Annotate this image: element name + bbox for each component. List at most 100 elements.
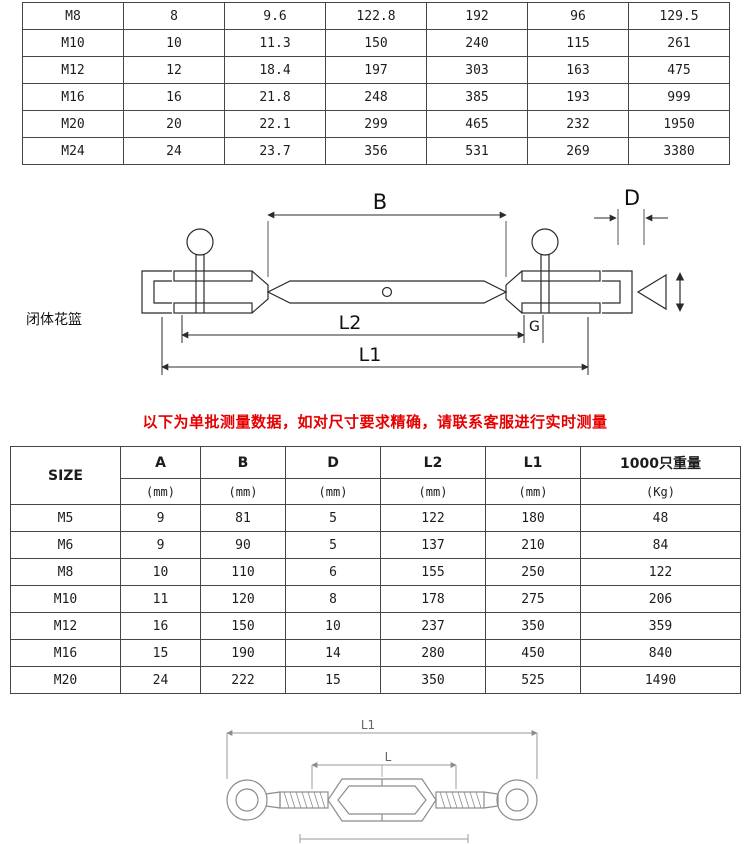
top-table-cell: 96 xyxy=(527,2,629,30)
top-table-cell: 16 xyxy=(123,83,225,111)
dim-label-l1: L1 xyxy=(359,344,382,366)
top-table-cell: 18.4 xyxy=(224,56,326,84)
spec-table-cell: 237 xyxy=(380,612,486,640)
dim-label-g: G xyxy=(529,319,540,335)
top-table-cell: M10 xyxy=(22,29,124,57)
dim-label-b: B xyxy=(373,190,387,214)
top-table-cell: 10 xyxy=(123,29,225,57)
closed-dimension-lines xyxy=(161,209,668,375)
top-table-cell: 531 xyxy=(426,137,528,165)
spec-table-cell: 16 xyxy=(120,612,201,640)
open-dimension-lines xyxy=(226,730,538,843)
top-table-cell: 248 xyxy=(325,83,427,111)
spec-table-cell: 350 xyxy=(485,612,581,640)
spec-table-cell: 840 xyxy=(580,639,741,667)
spec-table-cell: 122 xyxy=(580,558,741,586)
top-table-cell: 11.3 xyxy=(224,29,326,57)
spec-table-cell: 210 xyxy=(485,531,581,559)
spec-table-header: L2 xyxy=(380,446,486,479)
top-table-cell: 1950 xyxy=(628,110,730,138)
spec-table-cell: 10 xyxy=(120,558,201,586)
spec-table-cell: 15 xyxy=(120,639,201,667)
spec-table-cell: 222 xyxy=(200,666,286,694)
spec-table-unit: (mm) xyxy=(380,478,486,505)
dim-label-d: D xyxy=(624,186,640,210)
spec-table-cell: 6 xyxy=(285,558,381,586)
top-table-cell: 303 xyxy=(426,56,528,84)
top-table-cell: 465 xyxy=(426,110,528,138)
spec-table-cell: 5 xyxy=(285,504,381,532)
top-table-cell: 21.8 xyxy=(224,83,326,111)
spec-table-header: B xyxy=(200,446,286,479)
top-table-cell: M20 xyxy=(22,110,124,138)
top-table-cell: 232 xyxy=(527,110,629,138)
spec-table-cell: 10 xyxy=(285,612,381,640)
top-table-cell: 20 xyxy=(123,110,225,138)
top-table-cell: 150 xyxy=(325,29,427,57)
spec-table-cell: 48 xyxy=(580,504,741,532)
right-eye-ring xyxy=(496,779,538,821)
spec-table-cell: 350 xyxy=(380,666,486,694)
left-bracket-shape xyxy=(141,270,172,314)
spec-table-cell: 280 xyxy=(380,639,486,667)
left-pin-circle xyxy=(186,228,214,256)
spec-table-cell: 525 xyxy=(485,666,581,694)
top-table-cell: 163 xyxy=(527,56,629,84)
spec-table-cell: 24 xyxy=(120,666,201,694)
top-table-cell: 475 xyxy=(628,56,730,84)
spec-table-cell: M20 xyxy=(10,666,121,694)
stud-cone-shape xyxy=(636,273,667,311)
spec-table-cell: 5 xyxy=(285,531,381,559)
spec-table-cell: 15 xyxy=(285,666,381,694)
spec-table-cell: 11 xyxy=(120,585,201,613)
spec-table-cell: M10 xyxy=(10,585,121,613)
spec-table-cell: 150 xyxy=(200,612,286,640)
closed-turnbuckle-diagram: B D L2 G L1 闭体花篮 xyxy=(26,186,685,375)
top-table-cell: 269 xyxy=(527,137,629,165)
top-table-cell: M8 xyxy=(22,2,124,30)
spec-table-cell: 450 xyxy=(485,639,581,667)
open-turnbuckle-drawing xyxy=(226,778,538,822)
top-table-cell: M12 xyxy=(22,56,124,84)
spec-table-header: D xyxy=(285,446,381,479)
spec-table-cell: 180 xyxy=(485,504,581,532)
turnbuckle-body-shape xyxy=(266,280,508,304)
top-table-cell: 8 xyxy=(123,2,225,30)
spec-table-cell: 190 xyxy=(200,639,286,667)
right-pin-circle xyxy=(531,228,559,256)
top-table-cell: 192 xyxy=(426,2,528,30)
spec-table-cell: 178 xyxy=(380,585,486,613)
top-table-cell: 197 xyxy=(325,56,427,84)
spec-table-header: 1000只重量 xyxy=(580,446,741,479)
spec-table-cell: 122 xyxy=(380,504,486,532)
top-table-cell: 240 xyxy=(426,29,528,57)
spec-table-cell: 9 xyxy=(120,531,201,559)
spec-table-header: L1 xyxy=(485,446,581,479)
spec-table-cell: M5 xyxy=(10,504,121,532)
top-table-cell: 261 xyxy=(628,29,730,57)
spec-table-cell: 1490 xyxy=(580,666,741,694)
closed-body-label: 闭体花篮 xyxy=(26,312,82,328)
spec-table-cell: M8 xyxy=(10,558,121,586)
spec-table-cell: 8 xyxy=(285,585,381,613)
top-table-cell: 129.5 xyxy=(628,2,730,30)
spec-table-cell: 250 xyxy=(485,558,581,586)
spec-table-unit: (mm) xyxy=(285,478,381,505)
spec-table-cell: 110 xyxy=(200,558,286,586)
spec-table-header: SIZE xyxy=(10,446,121,505)
top-table-cell: 24 xyxy=(123,137,225,165)
spec-table-unit: (mm) xyxy=(200,478,286,505)
spec-table-cell: 206 xyxy=(580,585,741,613)
